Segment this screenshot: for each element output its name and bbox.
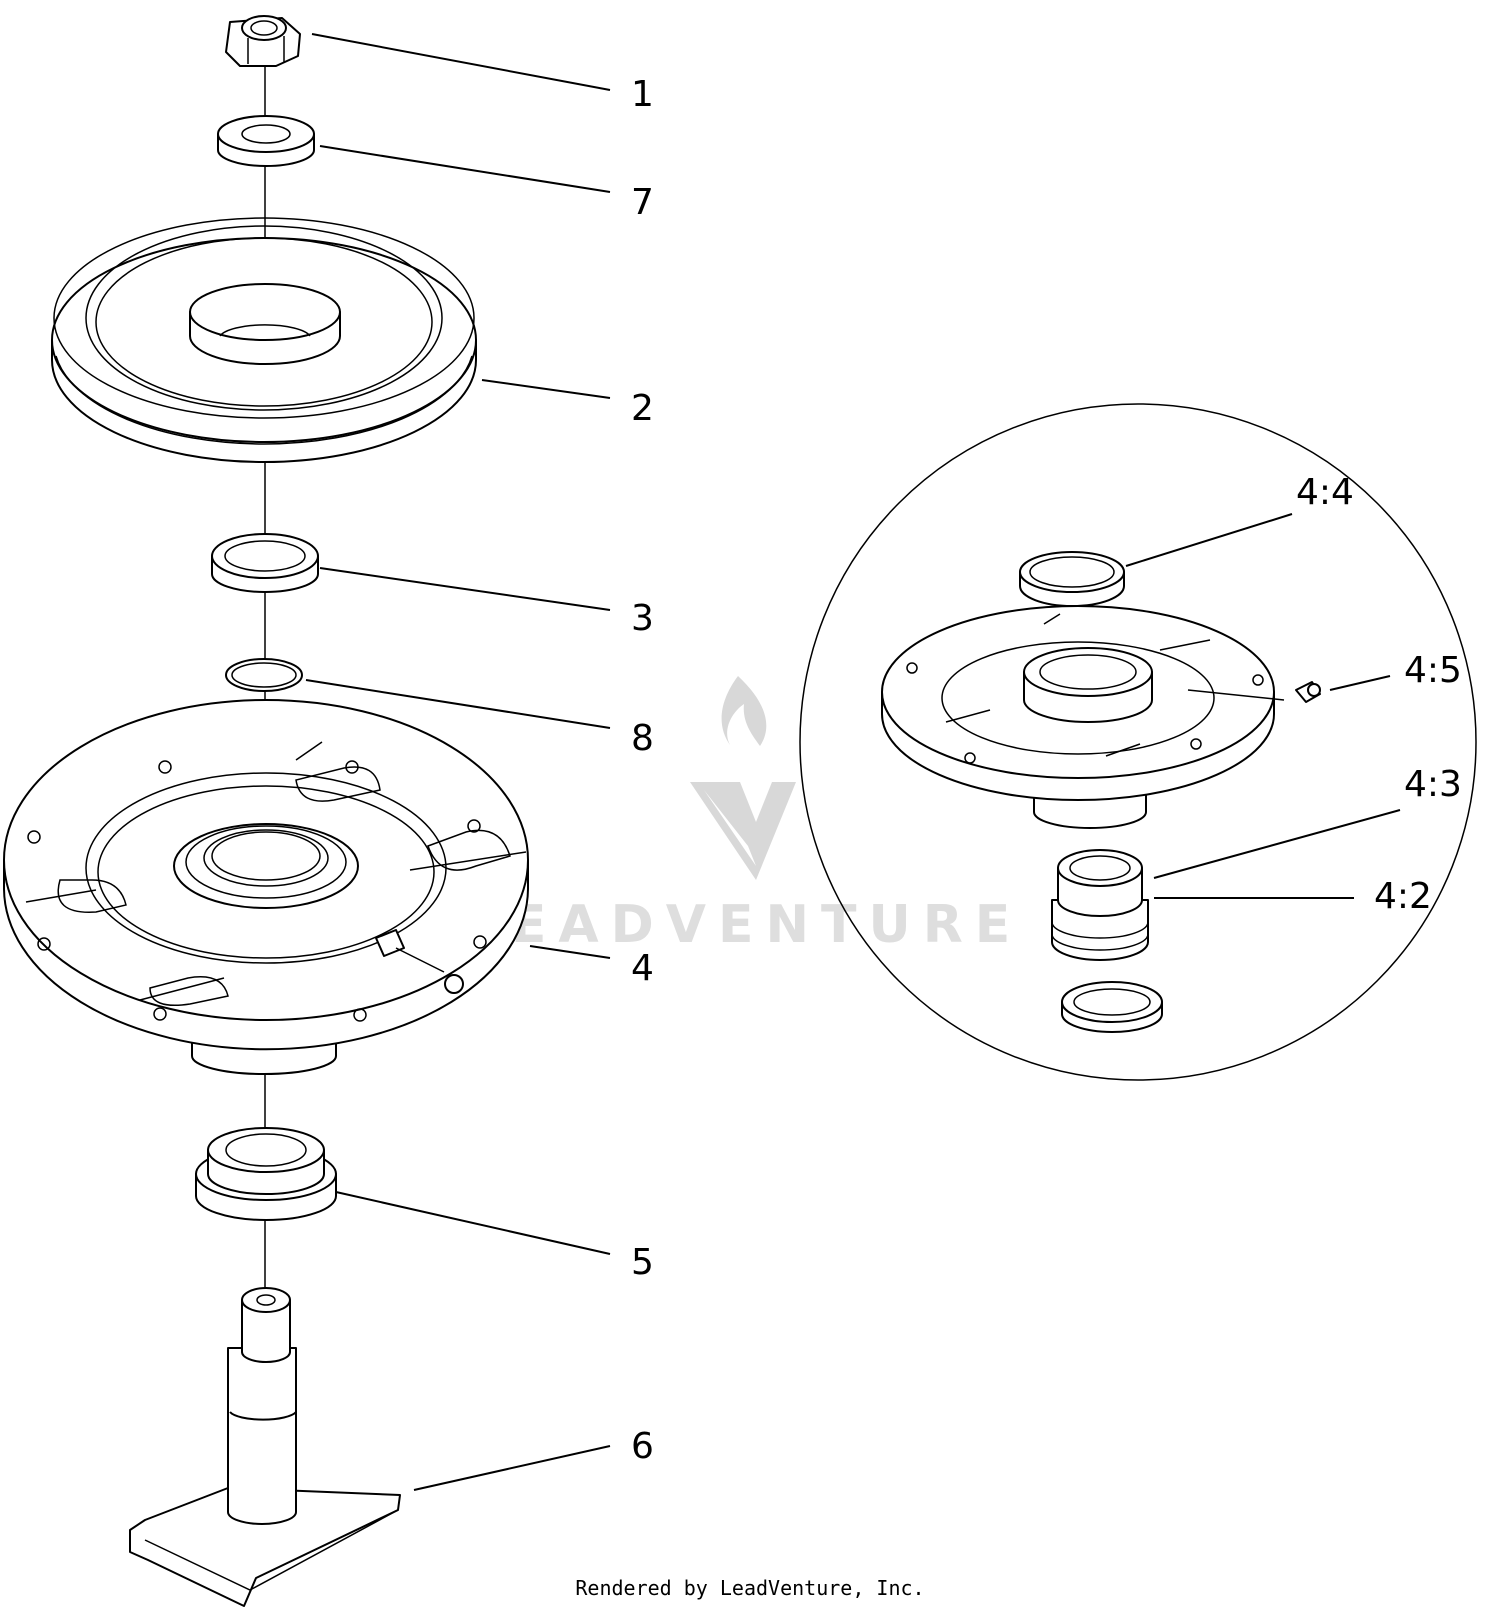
detail-4-5-grease-fitting	[1295, 681, 1321, 703]
callout-4-2: 4:2	[1374, 876, 1432, 917]
detail-housing	[881, 605, 1285, 829]
callout-3: 3	[631, 598, 654, 639]
callout-1: 1	[631, 74, 654, 115]
callout-2: 2	[631, 388, 654, 429]
part-5-bearing-seal	[195, 1127, 337, 1221]
callout-4-4: 4:4	[1296, 472, 1354, 513]
part-7-washer	[217, 115, 315, 167]
callout-5: 5	[631, 1242, 654, 1283]
detail-view-circle	[799, 403, 1477, 1081]
detail-lower-seal-ring	[1061, 981, 1163, 1033]
part-2-pulley	[51, 217, 477, 463]
callout-labels: 1 7 2 3 8 4 5 6 4:4 4:5 4:3 4:2	[631, 74, 1462, 1467]
watermark-text: LEADVENTURE	[466, 895, 1023, 955]
callout-8: 8	[631, 718, 654, 759]
callout-4-3: 4:3	[1404, 764, 1462, 805]
grease-fitting-icon	[444, 974, 464, 994]
callout-7: 7	[631, 182, 654, 223]
callout-4: 4	[631, 948, 654, 989]
callout-4-5: 4:5	[1404, 650, 1462, 691]
leadventure-watermark: LEADVENTURE	[466, 676, 1023, 955]
detail-4-4-seal-ring	[1019, 551, 1125, 607]
v-logo-icon	[690, 782, 796, 880]
part-1-hex-nut	[225, 15, 301, 67]
part-3-bearing-ring	[211, 533, 319, 593]
part-6-spindle-shaft	[129, 1287, 401, 1607]
leader-lines	[305, 33, 1401, 1491]
detail-4-3-4-2-bearing	[1051, 849, 1149, 961]
part-4-spindle-housing	[3, 699, 529, 1075]
part-8-o-ring	[225, 658, 303, 692]
grease-fitting-icon	[1307, 683, 1321, 697]
flame-logo-icon	[721, 676, 767, 746]
callout-6: 6	[631, 1426, 654, 1467]
footer-credit: Rendered by LeadVenture, Inc.	[575, 1576, 925, 1600]
